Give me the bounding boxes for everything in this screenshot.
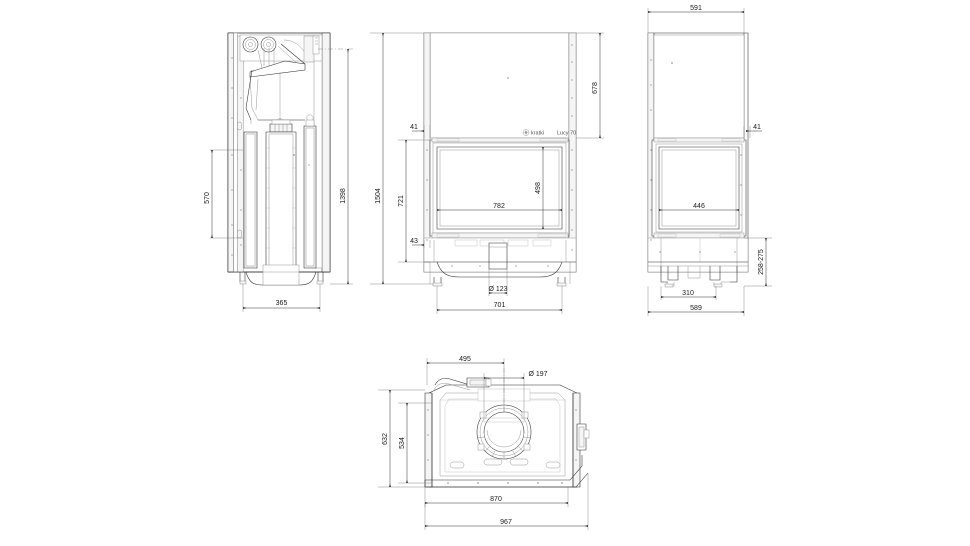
dim-label-front-d123: Ø 123 xyxy=(488,286,507,293)
dim-label-front-43: 43 xyxy=(410,238,418,245)
dim-label-right-446: 446 xyxy=(693,203,705,210)
dim-side-570: 570 xyxy=(204,149,243,239)
dim-label-right-591: 591 xyxy=(690,5,702,12)
dim-label-top-870: 870 xyxy=(490,496,502,503)
dim-label-top-967: 967 xyxy=(500,519,512,526)
dim-right-258-275: 258-275 xyxy=(744,237,772,287)
dim-label-front-721: 721 xyxy=(398,195,405,207)
dim-top-495: 495 xyxy=(426,356,505,412)
dim-label-front-701: 701 xyxy=(494,302,506,309)
dim-front-1504: 1504 xyxy=(370,32,433,285)
dim-front-43: 43 xyxy=(410,238,431,248)
brand-logo: kratki Lucy 70 xyxy=(522,129,576,136)
front-view: kratki Lucy 70 678 xyxy=(370,33,604,314)
dim-label-front-498: 498 xyxy=(535,182,542,194)
dim-label-front-782: 782 xyxy=(493,203,505,210)
dim-front-678: 678 xyxy=(576,32,604,139)
dim-label-right-310: 310 xyxy=(682,290,694,297)
dim-label-top-d197: Ø 197 xyxy=(528,371,547,378)
dim-top-967: 967 xyxy=(424,473,589,530)
dim-front-41: 41 xyxy=(410,124,431,138)
brand-logo-label: kratki xyxy=(531,130,544,136)
dim-top-534: 534 xyxy=(398,402,432,484)
dim-front-782: 782 xyxy=(437,203,562,211)
dim-label-side-570: 570 xyxy=(204,192,211,204)
dim-right-446: 446 xyxy=(659,203,739,211)
dim-label-top-495: 495 xyxy=(459,356,471,363)
dim-top-d197: Ø 197 xyxy=(483,371,548,418)
side-section-view: 570 1398 365 xyxy=(204,33,353,312)
dim-front-498: 498 xyxy=(535,147,544,229)
dim-front-721: 721 xyxy=(398,139,430,263)
dim-label-front-41: 41 xyxy=(410,124,418,131)
dim-label-right-258-275: 258-275 xyxy=(758,249,765,275)
top-plan-view: 495 Ø 197 632 534 870 xyxy=(378,356,590,530)
dim-label-top-632: 632 xyxy=(382,433,389,445)
dim-side-1398: 1398 xyxy=(318,48,353,285)
dim-label-side-365: 365 xyxy=(276,300,288,307)
dim-label-front-678: 678 xyxy=(592,82,599,94)
dim-front-d123: Ø 123 xyxy=(488,269,508,296)
dim-label-right-41: 41 xyxy=(753,124,761,131)
dim-side-365: 365 xyxy=(242,284,321,312)
dim-right-589: 589 xyxy=(647,286,745,316)
dim-label-right-589: 589 xyxy=(690,305,702,312)
dim-right-41: 41 xyxy=(743,124,762,138)
dim-right-310: 310 xyxy=(660,286,717,300)
dim-top-632: 632 xyxy=(378,389,425,488)
dim-right-591: 591 xyxy=(647,5,745,33)
dim-label-side-1398: 1398 xyxy=(340,188,347,204)
dim-label-front-1504: 1504 xyxy=(375,188,382,204)
right-side-view: 591 41 446 258-275 310 xyxy=(648,5,772,316)
dim-label-top-534: 534 xyxy=(399,437,406,449)
brand-model-label: Lucy 70 xyxy=(557,130,576,136)
dim-front-701: 701 xyxy=(436,286,563,314)
